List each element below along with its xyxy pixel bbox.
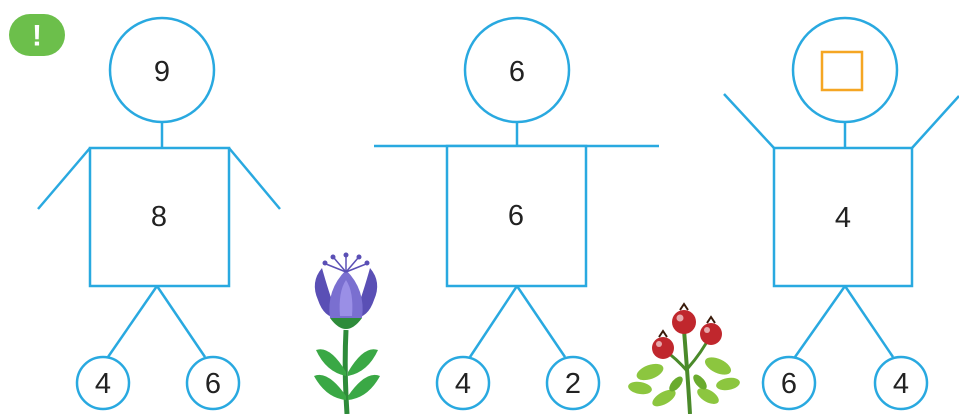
right-leg-line (843, 285, 895, 358)
head-circle (463, 16, 571, 124)
body-number: 8 (151, 201, 167, 233)
body-square (772, 146, 914, 288)
left-foot-number: 4 (95, 368, 111, 400)
right-arm-line (228, 147, 281, 210)
body-number: 4 (835, 202, 851, 234)
figure-3: 4 6 4 (723, 16, 959, 411)
right-leg-line (155, 285, 207, 358)
head-circle (791, 16, 899, 124)
right-foot-circle (185, 355, 241, 411)
left-arm-line (723, 93, 775, 149)
bellflower-icon (314, 252, 380, 414)
head-circle (108, 16, 216, 124)
figure-1: 9 8 4 6 (37, 16, 281, 411)
exclamation-badge: ! (9, 14, 65, 56)
body-square (88, 146, 231, 288)
head-number: 6 (509, 56, 525, 88)
right-foot-circle (545, 355, 601, 411)
exclamation-icon: ! (32, 20, 42, 53)
head-number: 9 (154, 56, 170, 88)
rosehip-icon (628, 302, 740, 414)
left-foot-circle (435, 355, 491, 411)
right-foot-number: 4 (893, 368, 909, 400)
right-foot-number: 6 (205, 368, 221, 400)
badge-background (9, 14, 65, 56)
left-leg-line (793, 285, 847, 358)
right-foot-circle (873, 355, 929, 411)
left-leg-line (468, 285, 519, 358)
left-leg-line (106, 285, 159, 358)
right-foot-number: 2 (565, 368, 581, 400)
right-leg-line (515, 285, 567, 358)
left-foot-number: 6 (781, 368, 797, 400)
left-foot-number: 4 (455, 368, 471, 400)
answer-box[interactable] (820, 50, 864, 92)
body-square (445, 144, 588, 288)
left-foot-circle (761, 355, 817, 411)
figure-2: 6 6 4 2 (374, 16, 659, 411)
left-arm-line (37, 147, 91, 210)
body-number: 6 (508, 200, 524, 232)
left-foot-circle (75, 355, 131, 411)
right-arm-line (911, 95, 959, 149)
